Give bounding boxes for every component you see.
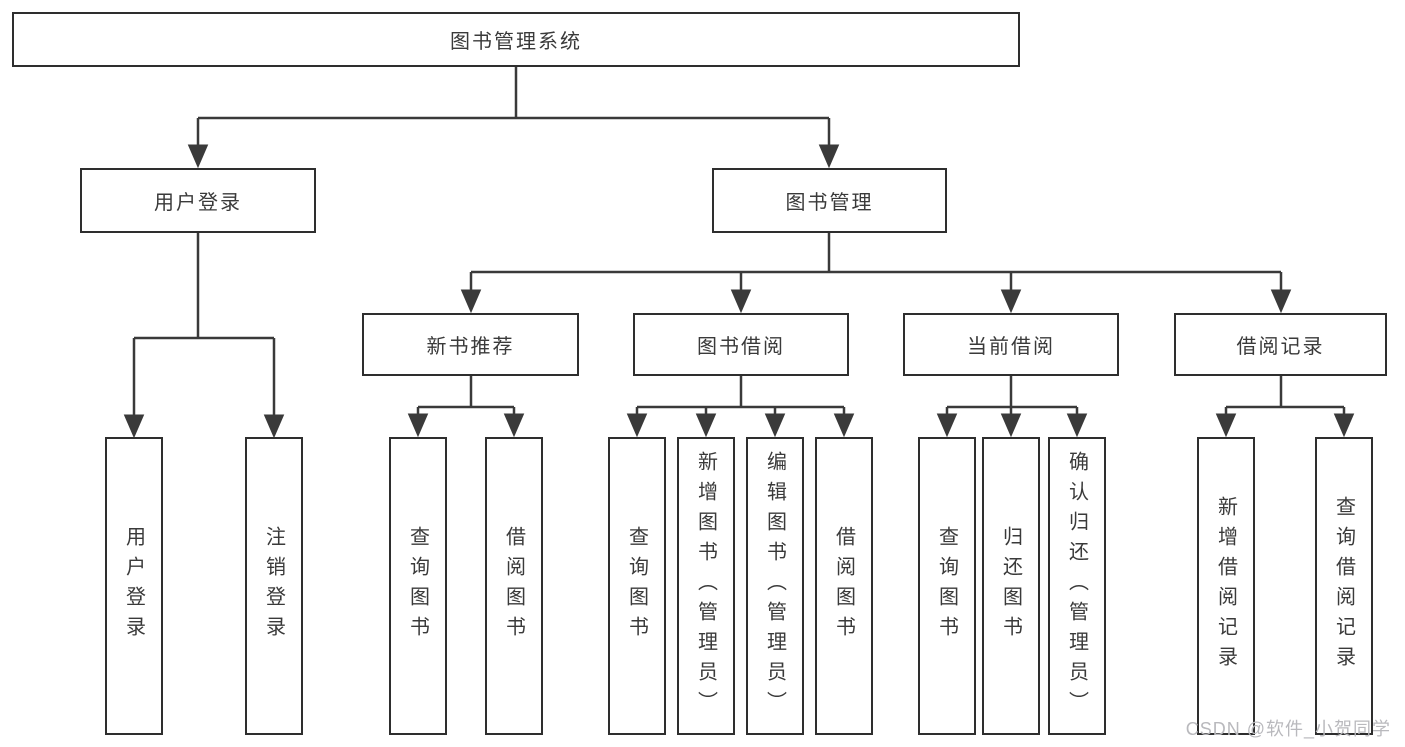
- node-new-book-recommend: 新书推荐: [362, 313, 579, 376]
- leaf-logout: 注销登录: [245, 437, 303, 735]
- leaf-label: 用户登录: [122, 526, 145, 646]
- node-book-management: 图书管理: [712, 168, 947, 233]
- leaf-query-borrow-record: 查询借阅记录: [1315, 437, 1373, 735]
- leaf-query-books-recommend: 查询图书: [389, 437, 447, 735]
- leaf-user-login: 用户登录: [105, 437, 163, 735]
- leaf-label: 编辑图书（管理员）: [763, 451, 786, 721]
- leaf-label: 借阅图书: [502, 526, 525, 646]
- leaf-query-books-current: 查询图书: [918, 437, 976, 735]
- leaf-label: 注销登录: [262, 526, 285, 646]
- leaf-confirm-return-admin: 确认归还（管理员）: [1048, 437, 1106, 735]
- node-book-borrowing: 图书借阅: [633, 313, 849, 376]
- leaf-add-borrow-record: 新增借阅记录: [1197, 437, 1255, 735]
- leaf-label: 归还图书: [999, 526, 1022, 646]
- leaf-label: 查询图书: [625, 526, 648, 646]
- node-current-borrowing: 当前借阅: [903, 313, 1119, 376]
- leaf-label: 查询借阅记录: [1332, 496, 1355, 676]
- leaf-borrow-books-recommend: 借阅图书: [485, 437, 543, 735]
- leaf-add-book-admin: 新增图书（管理员）: [677, 437, 735, 735]
- leaf-borrow-books: 借阅图书: [815, 437, 873, 735]
- leaf-edit-book-admin: 编辑图书（管理员）: [746, 437, 804, 735]
- leaf-label: 新增图书（管理员）: [694, 451, 717, 721]
- leaf-label: 查询图书: [406, 526, 429, 646]
- leaf-label: 新增借阅记录: [1214, 496, 1237, 676]
- leaf-return-book: 归还图书: [982, 437, 1040, 735]
- root-node-library-management-system: 图书管理系统: [12, 12, 1020, 67]
- csdn-watermark: CSDN @软件_小贺同学: [1185, 719, 1391, 739]
- node-borrowing-records: 借阅记录: [1174, 313, 1387, 376]
- leaf-query-books-borrow: 查询图书: [608, 437, 666, 735]
- leaf-label: 确认归还（管理员）: [1065, 451, 1088, 721]
- leaf-label: 借阅图书: [832, 526, 855, 646]
- node-user-login: 用户登录: [80, 168, 316, 233]
- leaf-label: 查询图书: [935, 526, 958, 646]
